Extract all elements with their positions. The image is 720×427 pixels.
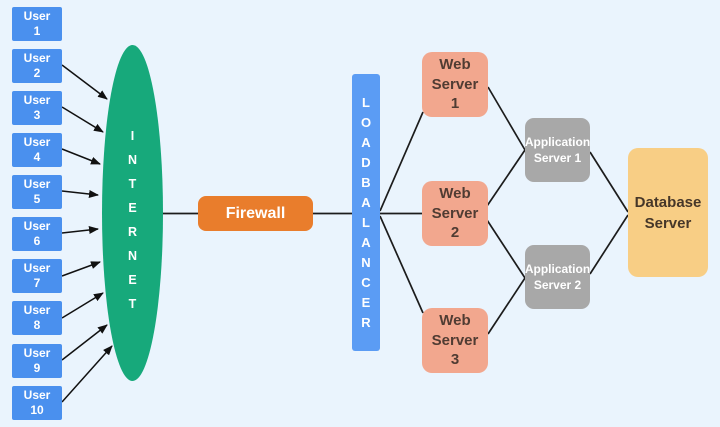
edge-user2-internet — [61, 64, 108, 100]
node-database-server: Database Server — [628, 148, 708, 277]
node-user-7: User 7 — [12, 259, 62, 293]
node-user-5: User 5 — [12, 175, 62, 209]
edge-user4-internet — [61, 148, 101, 165]
edge-user7-internet — [61, 261, 101, 277]
edge-webserver3-appserver2 — [487, 277, 526, 335]
edge-user3-internet — [61, 106, 104, 133]
edge-webserver2-appserver2 — [486, 219, 526, 279]
load-balancer-label: LOADBALANCER — [358, 94, 374, 335]
node-user-4: User 4 — [12, 133, 62, 167]
node-user-8: User 8 — [12, 301, 62, 335]
edge-loadbalancer-webserver3 — [379, 215, 424, 314]
node-user-2: User 2 — [12, 49, 62, 83]
node-user-10: User 10 — [12, 386, 62, 420]
node-load-balancer: LOADBALANCER — [352, 74, 380, 351]
node-user-9: User 9 — [12, 344, 62, 378]
edge-user10-internet — [61, 345, 113, 403]
edge-user6-internet — [61, 226, 99, 234]
node-user-1: User 1 — [12, 7, 62, 41]
internet-label: INTERNET — [125, 129, 140, 321]
node-firewall: Firewall — [198, 196, 313, 231]
edge-user9-internet — [61, 324, 108, 361]
edge-webserver2-appserver1 — [486, 149, 526, 207]
edge-user5-internet — [61, 190, 99, 198]
node-application-server-1: Application Server 1 — [525, 118, 590, 182]
node-application-server-2: Application Server 2 — [525, 245, 590, 309]
node-user-3: User 3 — [12, 91, 62, 125]
node-web-server-2: Web Server 2 — [422, 181, 488, 246]
edge-loadbalancer-webserver1 — [379, 111, 424, 212]
node-user-6: User 6 — [12, 217, 62, 251]
edge-user8-internet — [61, 292, 104, 319]
node-web-server-1: Web Server 1 — [422, 52, 488, 117]
edge-webserver1-appserver1 — [487, 86, 526, 151]
node-internet: INTERNET — [102, 45, 163, 381]
edge-appserver1-database — [589, 151, 629, 213]
edge-appserver2-database — [589, 214, 629, 275]
node-web-server-3: Web Server 3 — [422, 308, 488, 373]
